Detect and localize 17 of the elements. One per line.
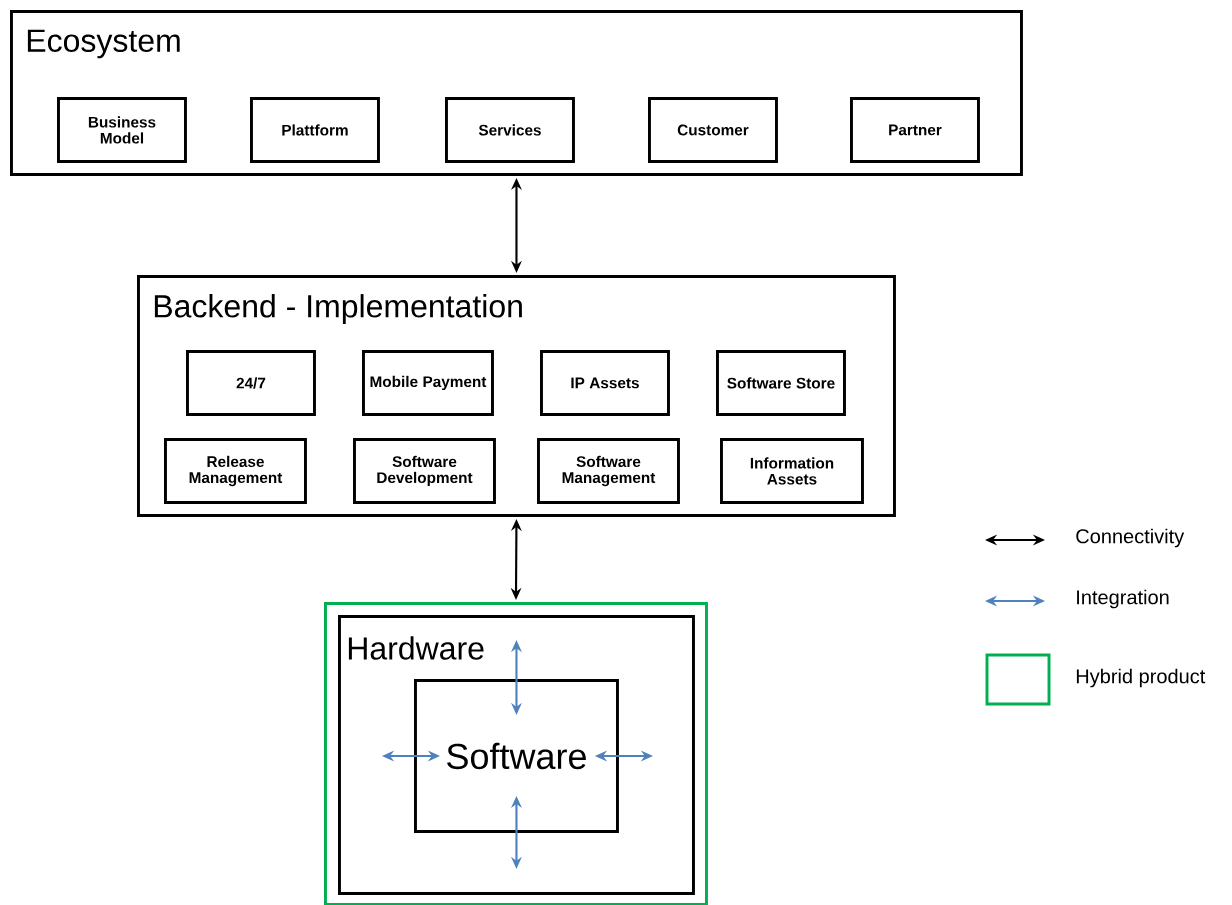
process-box: Business Model: [57, 97, 187, 163]
process-box: Customer: [648, 97, 778, 163]
process-box: Plattform: [250, 97, 380, 163]
process-box: Information Assets: [720, 438, 864, 504]
process-box: Software Store: [716, 350, 846, 416]
process-box: Services: [445, 97, 575, 163]
process-box: Software Development: [353, 438, 496, 504]
process-box: Mobile Payment: [362, 350, 494, 416]
process-box: IP Assets: [540, 350, 670, 416]
legend-label: Integration: [1077, 589, 1169, 609]
process-box: 24/7: [186, 350, 316, 416]
process-box: Software Management: [537, 438, 680, 504]
legend-label: Hybrid product: [1076, 668, 1206, 688]
process-box: Release Management: [164, 438, 307, 504]
process-box: Software: [414, 679, 619, 833]
process-box: Partner: [850, 97, 980, 163]
legend-label: Connectivity: [1076, 528, 1185, 548]
